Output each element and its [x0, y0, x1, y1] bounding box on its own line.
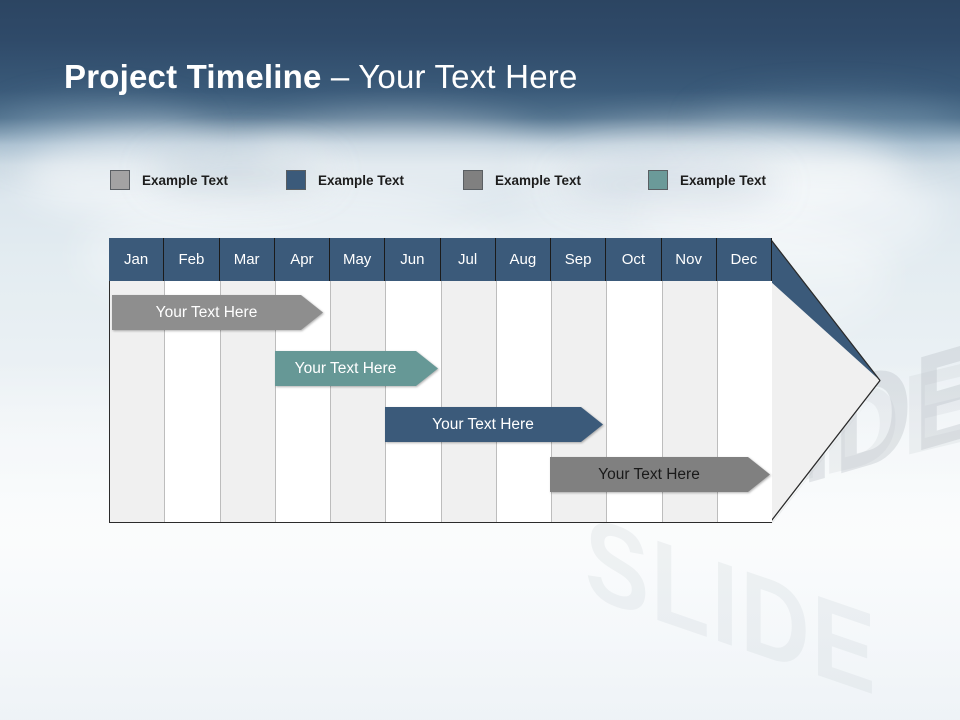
- month-header-nov[interactable]: Nov: [661, 238, 717, 281]
- legend-swatch-icon: [110, 170, 130, 190]
- legend-swatch-icon: [286, 170, 306, 190]
- timeline-bar-1[interactable]: Your Text Here: [112, 295, 323, 330]
- month-header-jul[interactable]: Jul: [440, 238, 496, 281]
- month-header-feb[interactable]: Feb: [164, 238, 220, 281]
- month-header-sep[interactable]: Sep: [551, 238, 607, 281]
- legend-item-4[interactable]: Example Text: [648, 168, 766, 192]
- legend-item-1[interactable]: Example Text: [110, 168, 228, 192]
- legend-item-2[interactable]: Example Text: [286, 168, 404, 192]
- title-dash: –: [321, 58, 359, 95]
- bar-label: Your Text Here: [294, 359, 397, 377]
- month-column-jul: [441, 239, 497, 522]
- title-light-part: Your Text Here: [358, 58, 578, 95]
- month-column-mar: [220, 239, 276, 522]
- month-header-aug[interactable]: Aug: [495, 238, 551, 281]
- month-header-dec[interactable]: Dec: [716, 238, 772, 281]
- legend-item-3[interactable]: Example Text: [463, 168, 581, 192]
- timeline-bar-3[interactable]: Your Text Here: [385, 407, 603, 442]
- legend-swatch-icon: [463, 170, 483, 190]
- month-header-mar[interactable]: Mar: [219, 238, 275, 281]
- bar-label: Your Text Here: [432, 415, 534, 433]
- title-bold-part: Project Timeline: [64, 58, 322, 95]
- bar-arrow-shape: [385, 407, 603, 442]
- month-column-jan: [110, 239, 166, 522]
- legend-item-label: Example Text: [680, 172, 767, 188]
- bar-arrow-shape: [112, 295, 323, 330]
- bar-arrow-shape: [550, 457, 770, 492]
- month-header-may[interactable]: May: [330, 238, 386, 281]
- month-header-oct[interactable]: Oct: [606, 238, 662, 281]
- legend-item-label: Example Text: [495, 172, 582, 188]
- legend-item-label: Example Text: [318, 172, 405, 188]
- bar-label: Your Text Here: [598, 465, 700, 483]
- legend-item-label: Example Text: [142, 172, 229, 188]
- timeline-bar-2[interactable]: Your Text Here: [275, 351, 438, 386]
- bar-label: Your Text Here: [155, 303, 258, 321]
- month-header-jan[interactable]: Jan: [109, 238, 165, 281]
- month-header-apr[interactable]: Apr: [274, 238, 330, 281]
- legend: Example Text Example Text Example Text Exam…: [110, 168, 850, 192]
- timeline-bar-4[interactable]: Your Text Here: [550, 457, 770, 492]
- month-header-jun[interactable]: Jun: [385, 238, 441, 281]
- bar-arrow-shape: [275, 351, 438, 386]
- month-column-feb: [165, 239, 221, 522]
- legend-swatch-icon: [648, 170, 668, 190]
- page-title: Project Timeline – Your Text Here: [64, 58, 578, 96]
- month-column-aug: [496, 239, 552, 522]
